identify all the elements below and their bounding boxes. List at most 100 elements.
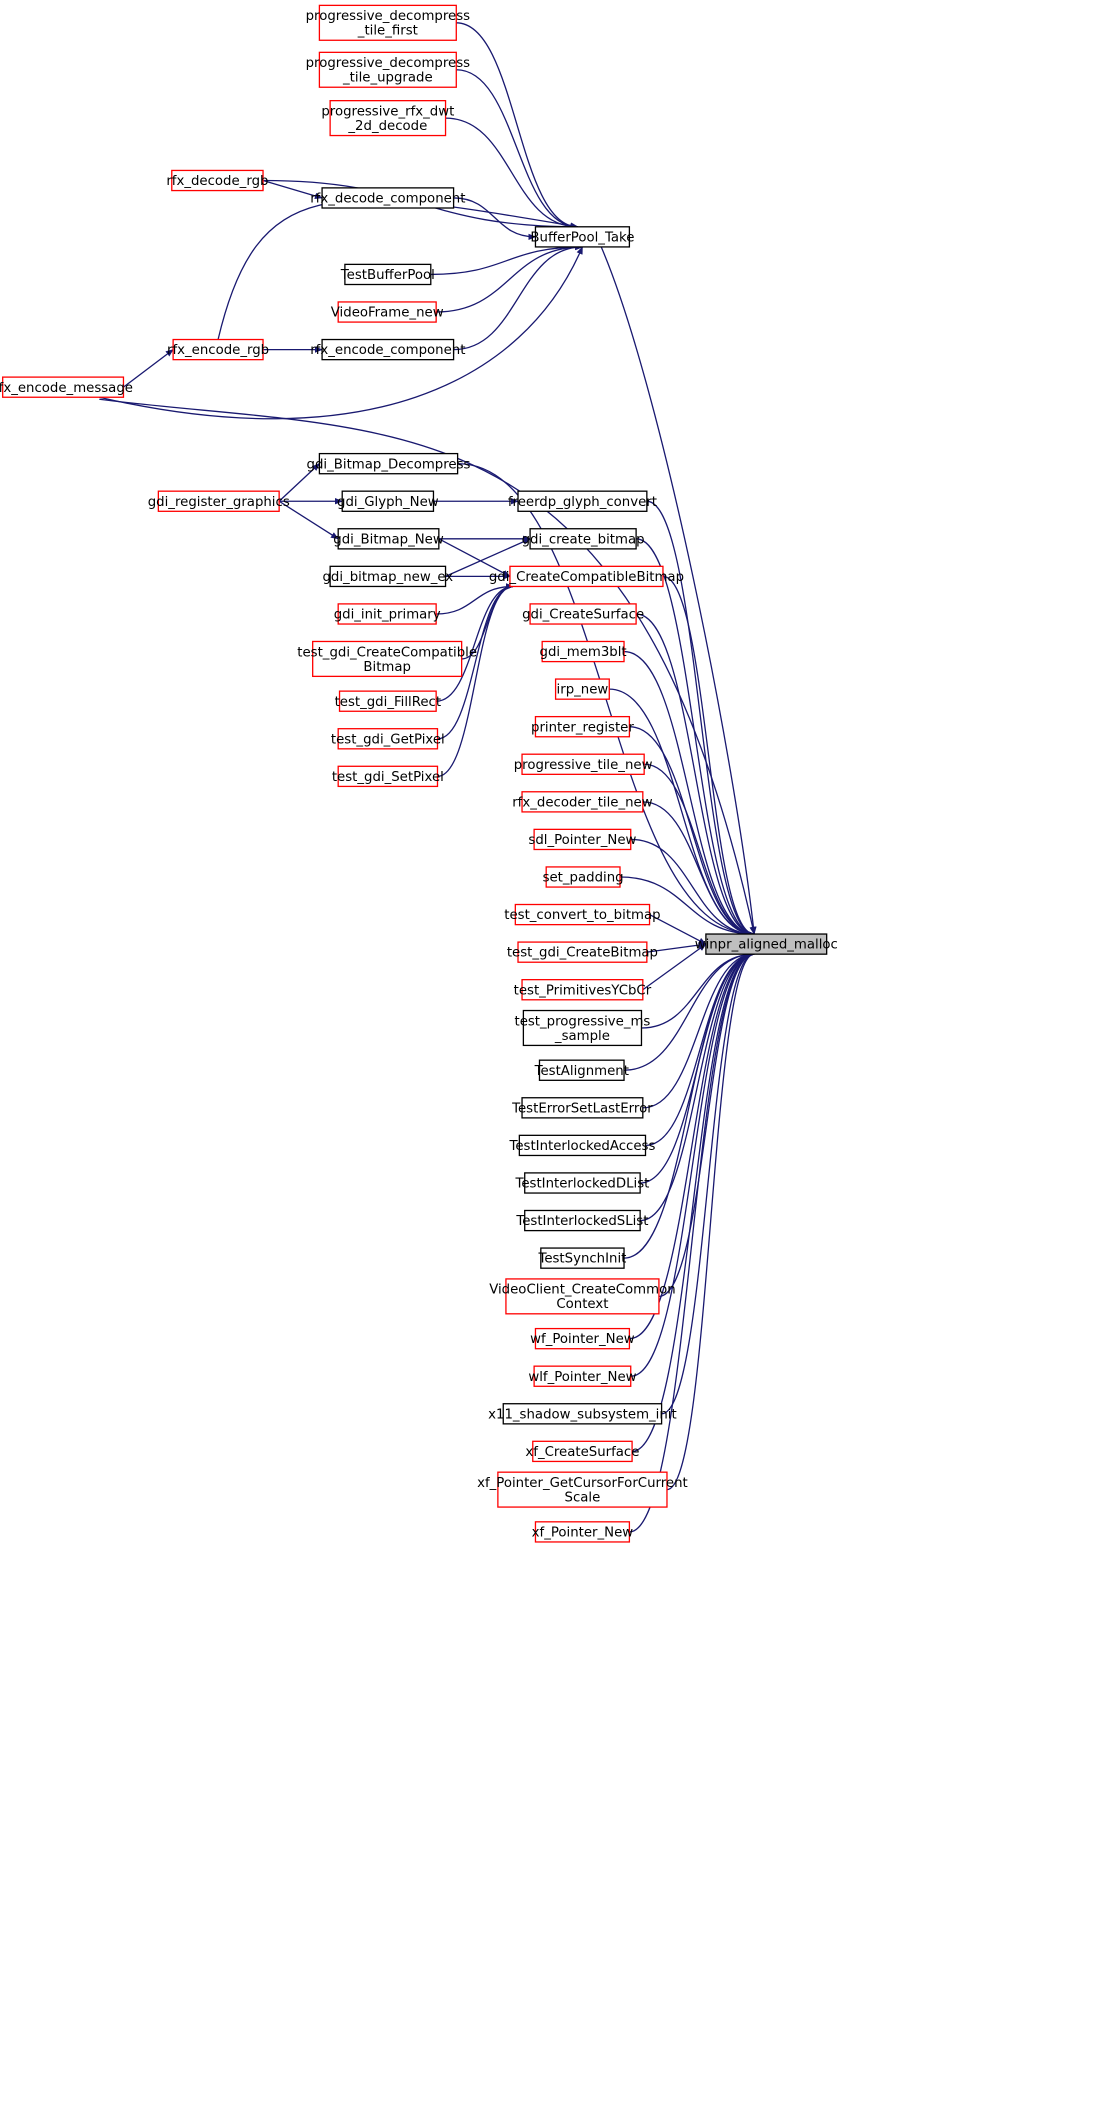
function-node-n4[interactable]: rfx_decode_rgb [166, 169, 268, 192]
call-edge-43 [642, 943, 707, 991]
node-box [318, 4, 457, 41]
function-node-n7[interactable]: TestBufferPool [340, 263, 435, 286]
node-box [514, 903, 651, 926]
function-node-n46[interactable]: x11_shadow_subsystem_init [488, 1403, 677, 1425]
function-node-n38[interactable]: TestErrorSetLastError [511, 1097, 653, 1119]
call-edge-33 [636, 613, 756, 938]
function-node-n32[interactable]: set_padding [543, 866, 624, 888]
function-node-n15[interactable]: freerdp_glyph_convert [508, 490, 657, 512]
function-node-n27[interactable]: irp_new [554, 678, 610, 700]
function-node-n42[interactable]: TestSynchInit [537, 1247, 626, 1269]
node-box [545, 866, 621, 888]
node-box [337, 301, 437, 323]
function-node-n6[interactable]: BufferPool_Take [530, 226, 634, 248]
node-label: gdi_create_bitmap [522, 532, 645, 547]
node-label: VideoFrame_new [331, 306, 444, 321]
node-label: irp_new [557, 683, 609, 698]
node-label: TestInterlockedSList [515, 1214, 648, 1229]
node-box [529, 528, 637, 550]
node-box [337, 765, 439, 788]
call-edge-22 [436, 583, 514, 615]
function-node-n23[interactable]: test_gdi_GetPixel [331, 728, 445, 750]
function-node-n14[interactable]: gdi_Glyph_New [337, 490, 439, 512]
function-node-n17[interactable]: gdi_create_bitmap [522, 528, 645, 550]
function-node-root[interactable]: winpr_aligned_malloc [695, 933, 838, 955]
function-node-n21[interactable]: test_gdi_CreateCompatibleBitmap [297, 640, 477, 678]
node-label: rfx_encode_component [310, 343, 465, 358]
node-label: test_progressive_ms [514, 1014, 650, 1029]
function-node-n8[interactable]: VideoFrame_new [331, 301, 444, 323]
call-edge-52 [629, 951, 756, 1340]
node-box [497, 1471, 668, 1508]
function-node-n3[interactable]: progressive_rfx_dwt_2d_decode [321, 100, 454, 137]
function-node-n29[interactable]: progressive_tile_new [514, 753, 653, 775]
function-node-n11[interactable]: rfx_encode_message [0, 376, 133, 398]
node-label: _sample [554, 1029, 610, 1044]
function-node-n26[interactable]: gdi_mem3blt [540, 640, 627, 663]
function-node-n33[interactable]: test_convert_to_bitmap [504, 903, 661, 926]
function-node-n39[interactable]: TestInterlockedAccess [508, 1134, 655, 1157]
node-box [337, 603, 437, 625]
function-node-n18[interactable]: gdi_bitmap_new_ex [322, 565, 453, 588]
function-node-n10[interactable]: rfx_encode_component [310, 338, 465, 361]
function-node-n35[interactable]: test_PrimitivesYCbCr [514, 979, 652, 1001]
function-node-n12[interactable]: gdi_Bitmap_Decompress [307, 452, 471, 475]
function-node-n34[interactable]: test_gdi_CreateBitmap [507, 941, 658, 963]
node-label: set_padding [543, 871, 624, 886]
node-box [529, 603, 637, 625]
call-edge-6 [430, 243, 584, 276]
function-node-n47[interactable]: xf_CreateSurface [525, 1440, 639, 1463]
node-label: gdi_bitmap_new_ex [322, 570, 453, 585]
node-box [321, 338, 455, 361]
function-node-n45[interactable]: wlf_Pointer_New [528, 1365, 637, 1387]
function-node-n5[interactable]: rfx_decode_component [310, 187, 465, 209]
node-label: test_gdi_FillRect [335, 695, 442, 710]
node-label: TestInterlockedAccess [508, 1139, 655, 1154]
node-label: gdi_register_graphics [148, 495, 290, 510]
call-edge-10 [99, 246, 584, 420]
node-box [554, 678, 610, 700]
function-node-n24[interactable]: test_gdi_SetPixel [332, 765, 444, 788]
node-box [533, 1365, 632, 1387]
call-edge-13 [123, 349, 174, 388]
function-node-n44[interactable]: wf_Pointer_New [530, 1327, 635, 1350]
function-node-n16[interactable]: gdi_Bitmap_New [333, 528, 444, 550]
call-edge-30 [646, 500, 756, 938]
edges-layer [99, 22, 757, 1533]
node-label: freerdp_glyph_convert [508, 495, 657, 510]
nodes-layer: progressive_decompress_tile_firstprogres… [0, 4, 838, 1543]
node-box [533, 828, 632, 851]
function-node-n25[interactable]: gdi_CreateSurface [522, 603, 644, 625]
function-node-n13[interactable]: gdi_register_graphics [148, 490, 290, 512]
function-node-n36[interactable]: test_progressive_ms_sample [514, 1009, 650, 1047]
function-node-n9[interactable]: rfx_encode_rgb [167, 338, 269, 361]
function-node-n49[interactable]: xf_Pointer_New [532, 1521, 634, 1543]
node-box [157, 490, 280, 512]
node-box [524, 1172, 641, 1194]
call-edge-42 [646, 941, 707, 953]
node-label: TestAlignment [534, 1064, 629, 1079]
function-node-n20[interactable]: gdi_init_primary [334, 603, 441, 625]
node-label: gdi_Glyph_New [337, 495, 439, 510]
function-node-n31[interactable]: sdl_Pointer_New [528, 828, 637, 851]
function-node-n41[interactable]: TestInterlockedSList [515, 1209, 648, 1232]
call-edge-37 [644, 763, 756, 938]
node-box [522, 1009, 643, 1047]
function-node-n37[interactable]: TestAlignment [534, 1059, 629, 1081]
function-node-n22[interactable]: test_gdi_FillRect [335, 690, 442, 712]
function-node-n1[interactable]: progressive_decompress_tile_first [306, 4, 471, 41]
call-edge-49 [640, 950, 756, 1222]
function-node-n28[interactable]: printer_register [531, 715, 634, 738]
node-label: _2d_decode [347, 119, 427, 134]
call-edge-19 [438, 538, 511, 577]
node-box [538, 1059, 625, 1081]
function-node-n40[interactable]: TestInterlockedDList [514, 1172, 649, 1194]
node-label: x11_shadow_subsystem_init [488, 1407, 677, 1422]
function-node-n30[interactable]: rfx_decoder_tile_new [512, 791, 653, 813]
function-node-n19[interactable]: gdi_CreateCompatibleBitmap [489, 565, 684, 588]
function-node-n2[interactable]: progressive_decompress_tile_upgrade [306, 51, 471, 88]
node-box [517, 490, 648, 512]
call-edge-56 [666, 951, 756, 1491]
